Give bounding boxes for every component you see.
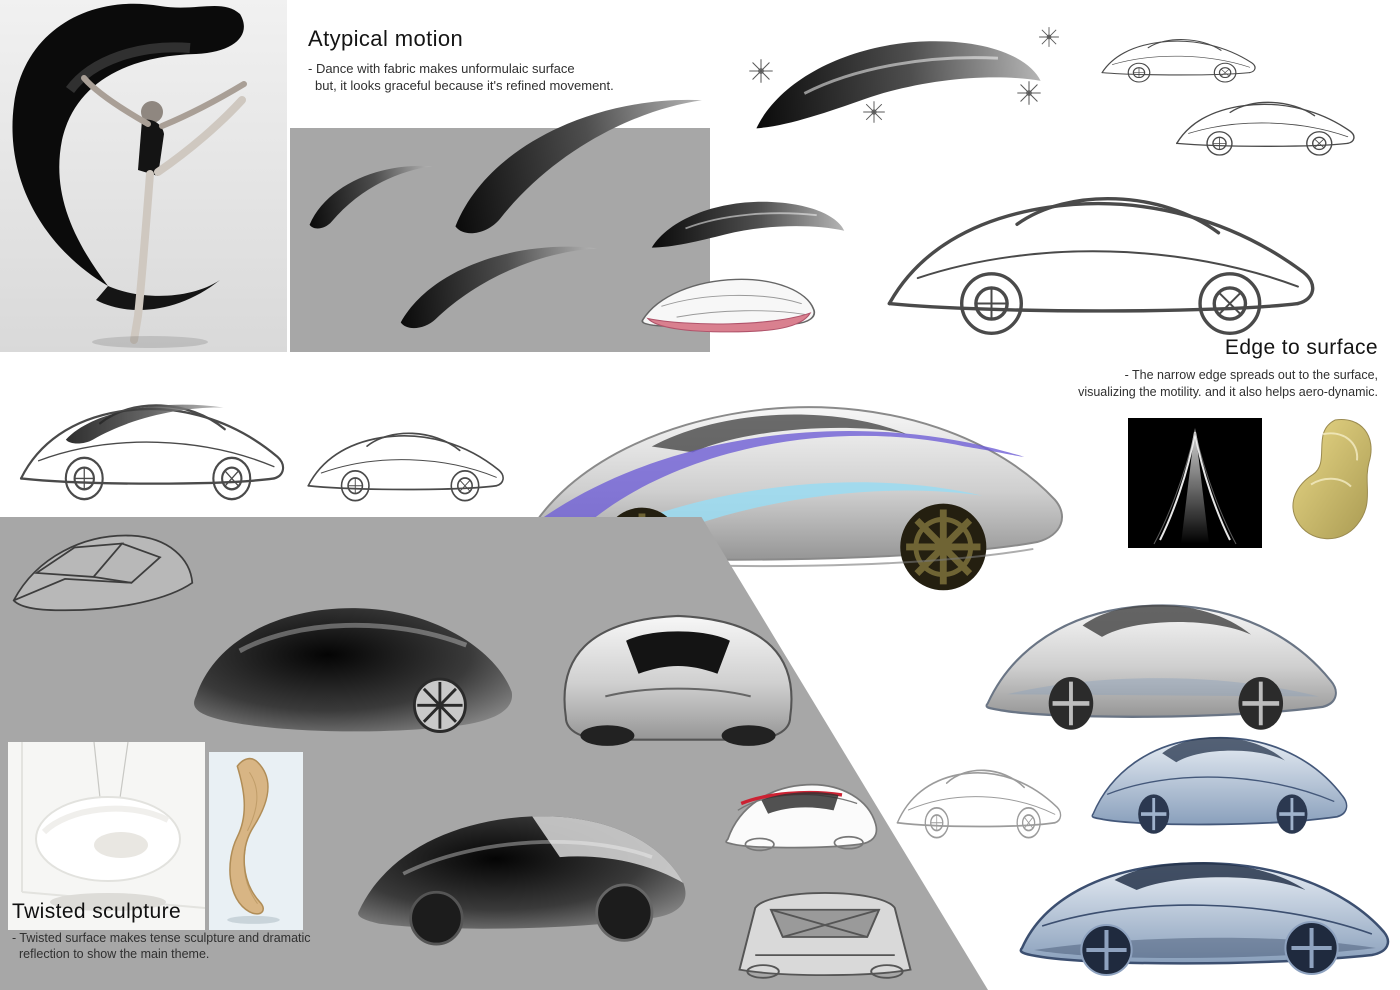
surface-swoosh-bottom xyxy=(389,231,611,341)
dancer-photo xyxy=(0,0,287,352)
edge-to-surface-line2: visualizing the motility. and it also he… xyxy=(1078,385,1378,399)
rear-wheel xyxy=(900,503,987,591)
dancer-arms xyxy=(81,75,247,129)
atypical-motion-line2: but, it looks graceful because it's refi… xyxy=(315,78,614,93)
edge-light-photo xyxy=(1128,418,1262,548)
sketch-dark-side-study xyxy=(648,190,848,262)
edge-to-surface-line1: - The narrow edge spreads out to the sur… xyxy=(1124,368,1378,382)
sketch-rear-view-car xyxy=(712,868,938,986)
fabric-swirl xyxy=(12,3,244,287)
sketch-line-car-mid xyxy=(303,415,512,507)
edge-to-surface-title: Edge to surface xyxy=(1224,336,1378,359)
sketch-silver-blue-car xyxy=(978,575,1346,747)
sketch-line-car-large xyxy=(878,162,1332,346)
twisted-sculpture-line1: - Twisted surface makes tense sculpture … xyxy=(12,931,311,945)
twisted-sculpture-line2: reflection to show the main theme. xyxy=(19,947,210,961)
sketch-white-car-red-tail xyxy=(716,766,884,864)
gold-sculpture-photo xyxy=(1283,414,1385,550)
sketch-facet-car xyxy=(8,518,198,626)
sketch-line-car-faint xyxy=(893,752,1068,844)
atypical-motion-line1: - Dance with fabric makes unformulaic su… xyxy=(308,61,575,76)
sketch-blue-car-large xyxy=(1014,838,1396,988)
sketch-blue-car-small xyxy=(1086,714,1354,848)
sketch-line-car-topright-1 xyxy=(1098,28,1262,86)
twisted-sculpture-title: Twisted sculpture xyxy=(12,900,182,923)
dancer-head xyxy=(141,101,163,123)
dancer-leg-raised xyxy=(154,96,246,176)
darkroof-shading xyxy=(62,398,230,450)
sparkle-doodle-4 xyxy=(1038,26,1060,48)
sketch-line-car-topright-2 xyxy=(1172,88,1362,160)
lamp-sculpture-photo xyxy=(8,742,205,930)
sparkle-doodle-3 xyxy=(1016,80,1042,106)
sketch-blob-car xyxy=(183,583,523,748)
dancer-leg-standing xyxy=(130,170,154,344)
dancer-torso xyxy=(138,119,164,176)
pink-rocker xyxy=(646,312,812,333)
sparkle-doodle-2 xyxy=(862,100,886,124)
section-atypical-motion: Atypical motion - Dance with fabric make… xyxy=(308,26,614,94)
sketch-dark-side-car-large xyxy=(348,772,698,957)
wood-sculpture-photo xyxy=(209,752,303,930)
sketch-streak-car-top xyxy=(744,14,1050,153)
sketch-front-view-car xyxy=(543,585,813,750)
hero-glass xyxy=(651,414,909,453)
atypical-motion-title: Atypical motion xyxy=(308,26,464,51)
sketch-pink-rocker-car xyxy=(636,266,822,340)
section-twisted-sculpture: Twisted sculpture - Twisted surface make… xyxy=(12,900,311,962)
sparkle-doodle-1 xyxy=(748,58,774,84)
section-edge-to-surface: Edge to surface - The narrow edge spread… xyxy=(998,336,1378,401)
